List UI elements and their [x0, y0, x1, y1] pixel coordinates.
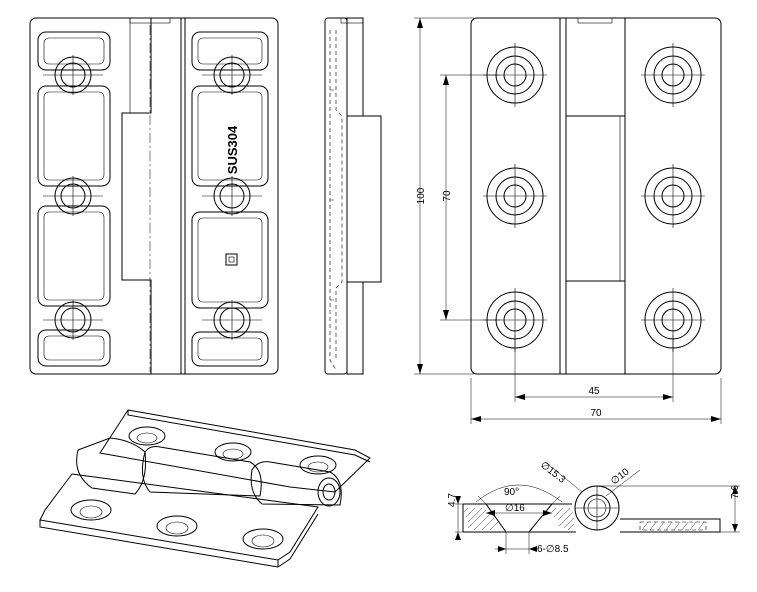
svg-text:70: 70	[590, 408, 602, 419]
svg-text:7.6: 7.6	[730, 485, 741, 499]
side-view	[324, 17, 382, 375]
top-screw-holes	[483, 43, 705, 352]
svg-text:70: 70	[442, 190, 453, 202]
svg-text:100: 100	[416, 187, 427, 204]
left-leaf-pockets	[37, 31, 111, 367]
svg-text:4.7: 4.7	[447, 493, 458, 507]
front-view: SUS304	[29, 17, 279, 375]
section-view: 90° ∅16 6-∅8.5 4.7	[447, 460, 741, 555]
dim-countersink-angle: 90°	[475, 484, 563, 505]
logo-mark-icon	[225, 253, 238, 266]
dim-hole-count: 6-∅8.5	[495, 532, 569, 555]
top-view: 100 70 45 70	[414, 17, 722, 424]
dim-thickness: 4.7	[447, 493, 463, 540]
front-screw-holes	[43, 55, 262, 340]
material-marking: SUS304	[225, 125, 240, 174]
dim-hole-spacing-horizontal: 45	[514, 335, 674, 402]
dim-countersink-diameter: ∅16	[486, 503, 552, 516]
dim-knuckle-height: 7.6	[597, 485, 741, 533]
dim-overall-width: 70	[470, 378, 722, 424]
isometric-view	[39, 409, 371, 568]
svg-text:∅15.3: ∅15.3	[538, 460, 567, 486]
svg-text:6-∅8.5: 6-∅8.5	[537, 544, 569, 555]
svg-text:∅10: ∅10	[609, 466, 632, 487]
svg-text:45: 45	[588, 386, 600, 397]
dim-overall-height: 100	[414, 17, 474, 375]
svg-text:90°: 90°	[504, 487, 519, 498]
dim-hole-spacing-vertical: 70	[440, 74, 500, 321]
right-leaf-pockets	[191, 31, 269, 367]
svg-text:∅16: ∅16	[505, 503, 525, 514]
dim-knuckle-outer: ∅15.3	[538, 460, 583, 493]
